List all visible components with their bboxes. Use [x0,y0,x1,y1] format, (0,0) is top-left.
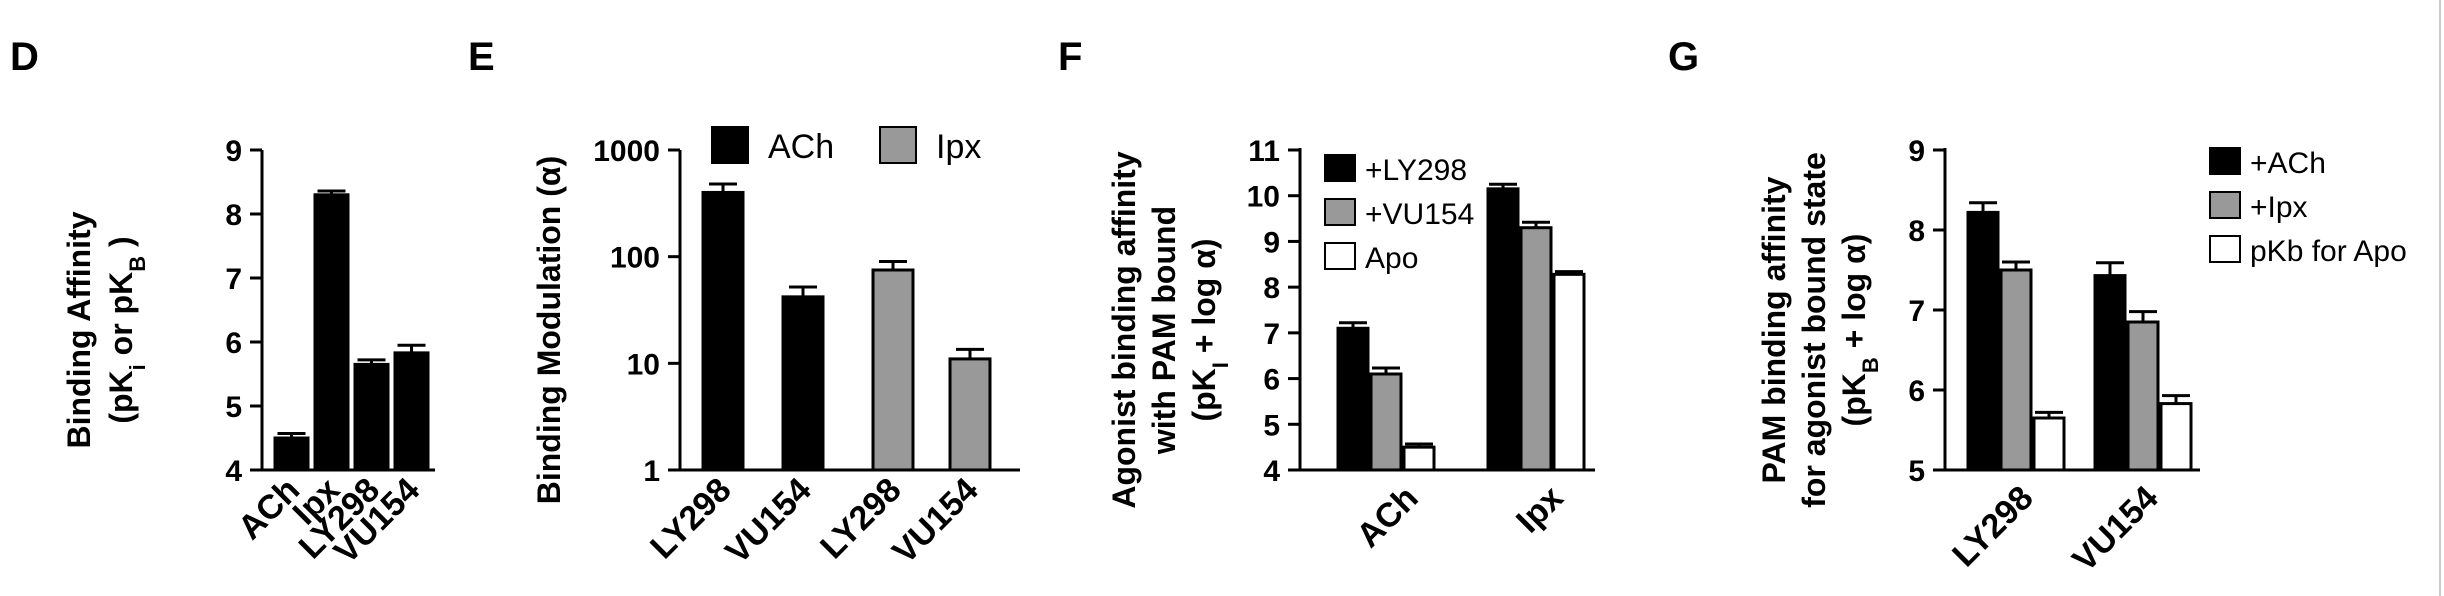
panel-e-ylabel: Binding Modulation (α) [531,156,567,504]
bar [1486,187,1520,472]
panel-f-ylabel-line3: (pKI + log α) [1186,238,1233,421]
bar [1369,372,1403,472]
bar [2126,320,2160,472]
bar [353,362,390,472]
bar [1336,326,1370,472]
y-tick-label: 10 [627,348,660,381]
panel-g-ylabel-line1: PAM binding affinity [1756,176,1792,483]
panel-e-bars [701,182,992,472]
y-tick-label: 11 [1248,135,1280,168]
y-tick-label: 9 [1263,226,1280,259]
y-tick-label: 6 [1263,364,1280,397]
panel-d-ticks: 4 5 6 7 8 9 [225,135,262,488]
x-category-label: VU154 [718,471,818,571]
bar [781,295,825,472]
y-tick-label: 8 [225,199,242,232]
bar [701,190,745,472]
legend-label-apo: Apo [1365,242,1418,275]
panel-f: F Agonist binding affinity with PAM boun… [1058,35,1595,555]
bar [1966,210,2000,472]
legend-swatch-ipx [2209,191,2241,219]
bar [313,193,350,472]
y-tick-label: 7 [1263,318,1280,351]
panel-g-bars [1966,201,2193,472]
panel-letter-f: F [1058,35,1082,79]
panel-letter-g: G [1668,35,1699,79]
y-tick-label: 5 [1263,409,1280,442]
bar [1402,445,1436,472]
panel-f-ylabel-line1: Agonist binding affinity [1106,151,1142,508]
panel-g-legend: +ACh +Ipx pKb for Apo [2209,147,2407,268]
panel-letter-d: D [10,35,39,79]
y-tick-label: 8 [1263,272,1280,305]
bar [2159,402,2193,472]
panel-f-ticks: 4 5 6 7 8 9 10 11 [1247,135,1300,488]
bar [1999,268,2033,472]
legend-swatch-vu154 [1324,198,1356,226]
y-tick-label: 9 [1908,135,1925,168]
y-tick-label: 1000 [593,135,660,168]
panel-e-ticks: 1 10 100 1000 [593,135,680,488]
panel-g-ylabel-line3: (pKB + log α) [1836,234,1883,427]
y-tick-label: 9 [225,135,242,168]
x-category-label: VU154 [885,471,985,571]
y-tick-label: 4 [1263,455,1280,488]
bar [2032,416,2066,472]
x-category-label: Ipx [1509,479,1571,541]
legend-swatch-apo [1324,242,1356,270]
legend-label-ach: ACh [768,128,834,166]
panel-d-ylabel-line2: (pKi or pKB ) [103,236,150,423]
panel-d: D Binding Affinity (pKi or pKB ) 456789 … [10,35,435,571]
y-tick-label: 10 [1247,181,1280,214]
panel-d-bars [273,189,430,472]
legend-label-ipx: +Ipx [2250,191,2308,224]
legend-swatch-ipx [879,126,917,164]
bar [393,351,430,472]
panel-f-legend: +LY298 +VU154 Apo [1324,154,1474,275]
y-tick-label: 4 [225,455,242,488]
y-tick-label: 6 [225,327,242,360]
x-category-label: ACh [1349,479,1425,555]
y-tick-label: 5 [225,391,242,424]
y-tick-label: 6 [1908,375,1925,408]
legend-label-vu154: +VU154 [1365,198,1474,231]
panel-e-legend: ACh Ipx [711,126,981,166]
panel-d-ylabel-line1: Binding Affinity [61,211,97,448]
bar [871,268,915,472]
panel-f-categories: ACh Ipx [1349,479,1570,555]
legend-label-ach: +ACh [2250,147,2326,180]
y-tick-label: 100 [610,242,660,275]
bar [1552,272,1586,472]
legend-swatch-ach [2209,147,2241,175]
legend-label-pkb-apo: pKb for Apo [2250,235,2407,268]
panel-g: G PAM binding affinity for agonist bound… [1668,35,2407,579]
bar [2093,274,2127,472]
y-tick-label: 5 [1908,455,1925,488]
legend-swatch-apo [2209,235,2241,263]
panel-letter-e: E [468,35,495,79]
legend-label-ly298: +LY298 [1365,154,1467,187]
bar [273,436,310,472]
panel-g-ylabel-line2: for agonist bound state [1796,152,1832,508]
panel-g-ticks: 5 6 7 8 9 [1908,135,1945,488]
y-tick-label: 7 [1908,295,1925,328]
x-category-label: LY298 [1945,479,2041,575]
panel-f-ylabel-line2: with PAM bound [1146,206,1182,455]
panel-f-bars [1336,182,1586,472]
bar [1519,226,1553,472]
legend-swatch-ly298 [1324,154,1356,182]
legend-swatch-ach [711,126,749,164]
panel-e: E Binding Modulation (α) 1 10 100 1000 LY29… [468,35,1020,571]
y-tick-label: 1 [643,455,660,488]
y-tick-label: 7 [225,263,242,296]
bar [948,357,992,472]
legend-label-ipx: Ipx [936,128,981,166]
y-tick-label: 8 [1908,215,1925,248]
x-category-label: VU154 [2065,479,2165,579]
